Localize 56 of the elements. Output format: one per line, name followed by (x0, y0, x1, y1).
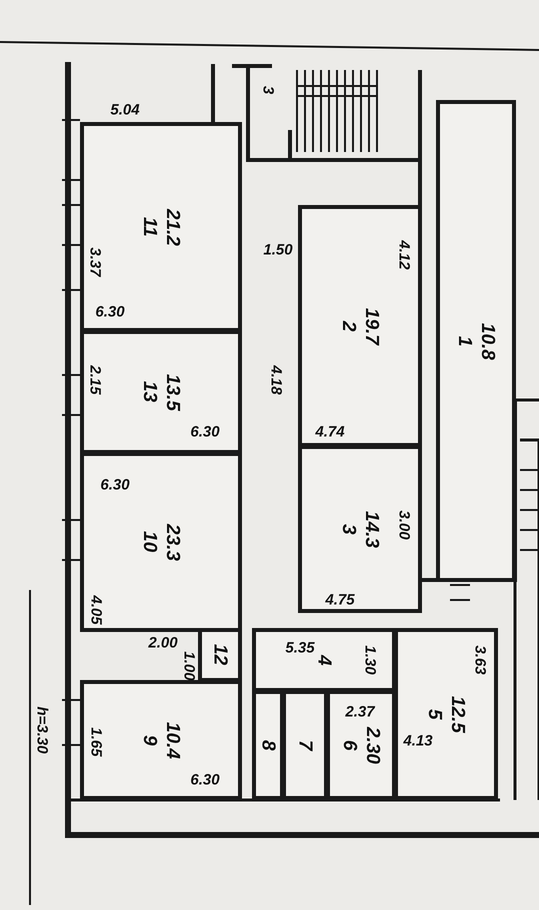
room (80, 122, 242, 332)
room-area: 10.4 (163, 722, 182, 758)
room-number: 6 (340, 740, 359, 750)
room-area: 23.3 (163, 524, 182, 560)
room-number: 1 (455, 336, 474, 346)
dimension-label: 2.37 (345, 704, 375, 720)
dimension-label: 4.12 (396, 240, 412, 270)
room-number: 9 (140, 734, 159, 746)
room (298, 445, 422, 613)
room-area: 2.30 (363, 726, 382, 764)
dimension-label: 4.75 (325, 592, 355, 608)
dimension-label: 6.30 (190, 772, 220, 788)
room-area: 12.5 (448, 696, 467, 732)
dimension-label: 2.15 (88, 365, 102, 395)
room (394, 628, 498, 800)
ceiling-height-label: h=3.30 (34, 706, 50, 754)
room-area: 14.3 (362, 510, 381, 548)
room (326, 690, 396, 800)
dimension-label: 5.04 (110, 102, 140, 118)
room-number: 5 (425, 708, 444, 720)
room (282, 690, 328, 800)
dimension-label: 4.18 (268, 365, 284, 395)
room (80, 680, 242, 800)
dimension-label: 6.30 (95, 304, 125, 320)
dimension-label: 5.35 (285, 640, 315, 656)
room-area: 13.5 (163, 374, 182, 410)
dimension-label: 3.00 (396, 510, 412, 540)
room-number: 4 (314, 654, 334, 666)
dimension-label: 6.30 (100, 478, 130, 492)
room-number: 2 (339, 320, 358, 332)
dimension-label: 4.05 (88, 595, 104, 625)
room-number: 10 (140, 531, 159, 553)
room (80, 452, 242, 632)
dimension-label: 3.63 (472, 645, 488, 675)
room-number: 3 (260, 86, 276, 94)
room (252, 628, 396, 692)
room-area: 19.7 (362, 308, 381, 344)
room (80, 330, 242, 454)
dimension-label: 4.13 (403, 734, 433, 748)
room-number: 13 (140, 381, 159, 403)
dimension-label: 4.74 (315, 424, 345, 440)
room-number: 11 (140, 217, 159, 237)
room (252, 690, 284, 800)
room-number: 8 (258, 740, 278, 750)
room-area: 10.8 (478, 322, 497, 360)
room-number: 12 (210, 644, 230, 666)
dimension-label: 1.00 (182, 651, 196, 681)
room-number: 3 (339, 524, 358, 534)
dimension-label: 1.50 (263, 242, 293, 258)
room-number: 7 (296, 740, 314, 750)
dimension-label: 6.30 (190, 424, 220, 440)
dimension-label: 1.65 (88, 727, 104, 757)
dimension-label: 2.00 (148, 636, 178, 650)
dimension-label: 1.30 (362, 645, 378, 675)
dimension-label: 3.37 (88, 247, 102, 277)
room-area: 21.2 (163, 208, 182, 246)
